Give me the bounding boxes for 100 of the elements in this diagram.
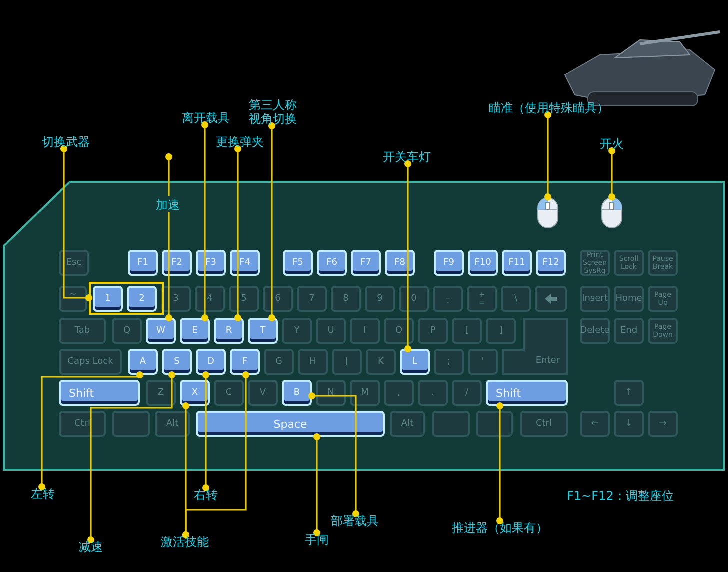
leader-line	[182, 372, 250, 538]
keyboard-key: N	[316, 380, 346, 406]
keyboard-key: Tab	[59, 318, 106, 344]
keyboard-key: W	[146, 318, 176, 344]
keyboard-key: M	[350, 380, 380, 406]
keyboard-key: ;	[434, 349, 464, 375]
keyboard-key: F5	[283, 250, 313, 276]
note-text: F1~F12：调整座位	[567, 489, 674, 503]
keyboard-key: Space	[196, 411, 385, 437]
callout-label: 减速	[76, 540, 106, 554]
keyboard-key: ,	[384, 380, 414, 406]
keyboard-key: H	[298, 349, 328, 375]
callout-label: 激活技能	[155, 535, 215, 549]
keyboard-key: E	[180, 318, 210, 344]
keyboard-key: ]	[486, 318, 516, 344]
keyboard-key: 2	[127, 286, 157, 312]
keyboard-key: F12	[536, 250, 566, 276]
callout-label: 手闸	[302, 533, 332, 547]
keyboard-key: 7	[297, 286, 327, 312]
keyboard-key: Ctrl	[520, 411, 568, 437]
keyboard-key	[112, 411, 150, 437]
leader-line	[496, 402, 504, 524]
keyboard-key: X	[180, 380, 210, 406]
keyboard-key	[535, 286, 567, 312]
keyboard-key: J	[332, 349, 362, 375]
keyboard-key: F2	[162, 250, 192, 276]
leader-line	[166, 154, 172, 322]
callout-label: 推进器（如果有）	[445, 521, 555, 535]
keyboard-key: Z	[146, 380, 176, 406]
leader-line	[88, 372, 176, 544]
callout-label: 离开载具	[176, 111, 236, 125]
keyboard-key: Shift	[486, 380, 568, 406]
keyboard-key: 6	[263, 286, 293, 312]
leader-line	[308, 392, 360, 518]
keyboard-key: 9	[365, 286, 395, 312]
keyboard-key: 8	[331, 286, 361, 312]
leader-line	[314, 434, 320, 536]
keyboard-key: F10	[468, 250, 498, 276]
keyboard-key: Enter	[502, 318, 568, 375]
keyboard-key: D	[196, 349, 226, 375]
leader-line	[404, 160, 412, 352]
callout-label: 更换弹夹	[210, 135, 270, 149]
keyboard-key: 4	[195, 286, 225, 312]
keyboard-key: B	[282, 380, 312, 406]
keyboard-key: F	[230, 349, 260, 375]
leader-line	[38, 372, 144, 490]
keyboard-key: ←	[580, 411, 610, 437]
keyboard-key: O	[384, 318, 414, 344]
callout-label: 开关车灯	[377, 150, 437, 164]
keyboard-key: Home	[614, 286, 644, 312]
keyboard-key: [	[452, 318, 482, 344]
keyboard-key: Caps Lock	[59, 349, 122, 375]
keyboard-key: '	[468, 349, 498, 375]
callout-label: 右转	[191, 488, 221, 502]
keyboard-key: L	[400, 349, 430, 375]
keyboard-key	[432, 411, 470, 437]
keyboard-key: 1	[93, 286, 123, 312]
keyboard-key: Esc	[59, 250, 89, 276]
keyboard-key: Delete	[580, 318, 610, 344]
keyboard-key: T	[248, 318, 278, 344]
keyboard-key: End	[614, 318, 644, 344]
keyboard-key: F7	[351, 250, 381, 276]
callout-label: 瞄准（使用特殊瞄具）	[484, 101, 614, 115]
keyboard-key: Alt	[155, 411, 190, 437]
keyboard-key: F9	[434, 250, 464, 276]
callout-label: 切换武器	[36, 135, 96, 149]
keyboard-key: G	[264, 349, 294, 375]
keyboard-key: U	[316, 318, 346, 344]
keyboard-key: Alt	[390, 411, 425, 437]
leader-line	[544, 112, 552, 200]
keyboard-key: F1	[128, 250, 158, 276]
keyboard-key: Insert	[580, 286, 610, 312]
keyboard-key: F6	[317, 250, 347, 276]
keyboard-key: P	[418, 318, 448, 344]
keyboard-key: V	[248, 380, 278, 406]
leader-line	[202, 372, 210, 492]
keyboard-key: C	[214, 380, 244, 406]
keyboard-key: .	[418, 380, 448, 406]
keyboard-key: 5	[229, 286, 259, 312]
callout-label: 第三人称视角切换	[247, 98, 299, 126]
keyboard-key: ↓	[614, 411, 644, 437]
keyboard-key: /	[452, 380, 482, 406]
keyboard-key: R	[214, 318, 244, 344]
leader-line	[60, 146, 92, 302]
callout-label: 左转	[28, 487, 58, 501]
keyboard-key: K	[366, 349, 396, 375]
keyboard-key: I	[350, 318, 380, 344]
callout-label: 开火	[597, 137, 627, 151]
leader-line	[202, 122, 208, 322]
keyboard-key: ↑	[614, 380, 644, 406]
callout-label: 加速	[153, 198, 183, 212]
keyboard-key: \	[501, 286, 531, 312]
keyboard-key: 0	[399, 286, 429, 312]
leader-line	[234, 146, 242, 322]
keyboard-key	[476, 411, 513, 437]
callout-label: 部署载具	[325, 514, 385, 528]
keyboard-key: S	[162, 349, 192, 375]
leader-line	[608, 148, 616, 200]
keyboard-key: Shift	[59, 380, 140, 406]
highlight-frame	[89, 282, 164, 315]
